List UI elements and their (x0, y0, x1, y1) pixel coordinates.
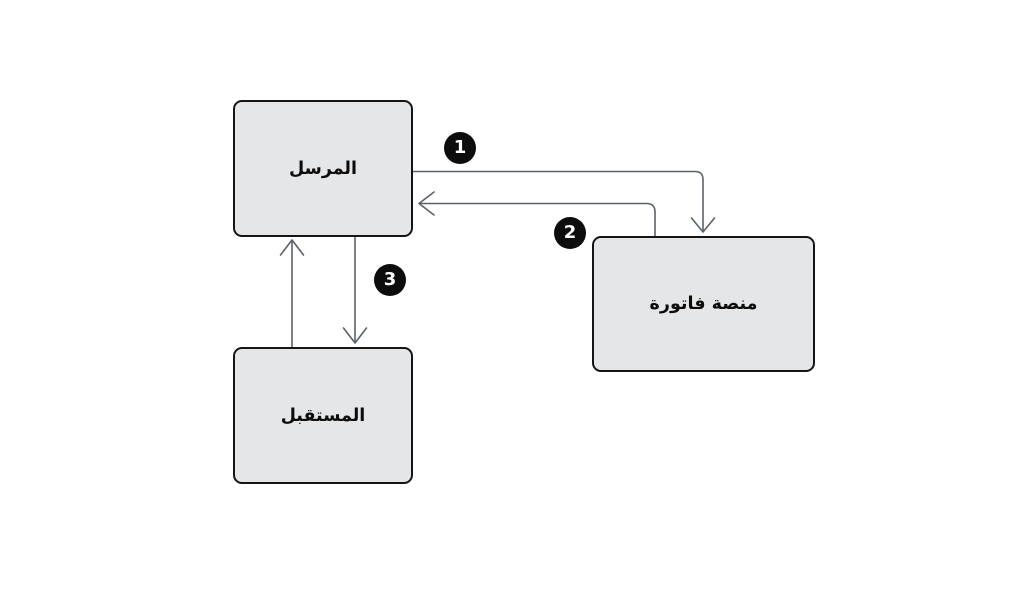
arrow-step-3-down (342, 236, 368, 344)
node-fatoora-platform-label: منصة فاتورة (649, 294, 758, 314)
step-badge-1: 1 (444, 132, 476, 164)
node-receiver: المستقبل (233, 347, 413, 484)
step-badge-1-number: 1 (453, 137, 467, 158)
node-fatoora-platform: منصة فاتورة (592, 236, 815, 372)
arrowhead-down-icon (690, 217, 716, 233)
arrow-step-3-up (279, 239, 305, 348)
arrow-step-2 (418, 191, 656, 237)
arrowhead-up-icon (279, 239, 305, 256)
step-badge-3-number: 3 (383, 269, 397, 290)
node-receiver-label: المستقبل (280, 405, 366, 426)
step-badge-3: 3 (374, 264, 406, 296)
arrowhead-left-icon (418, 191, 435, 216)
node-sender-label: المرسل (288, 158, 358, 179)
step-badge-2-number: 2 (563, 222, 577, 243)
step-badge-2: 2 (554, 217, 586, 249)
arrowhead-down-icon (342, 327, 368, 344)
node-sender: المرسل (233, 100, 413, 237)
